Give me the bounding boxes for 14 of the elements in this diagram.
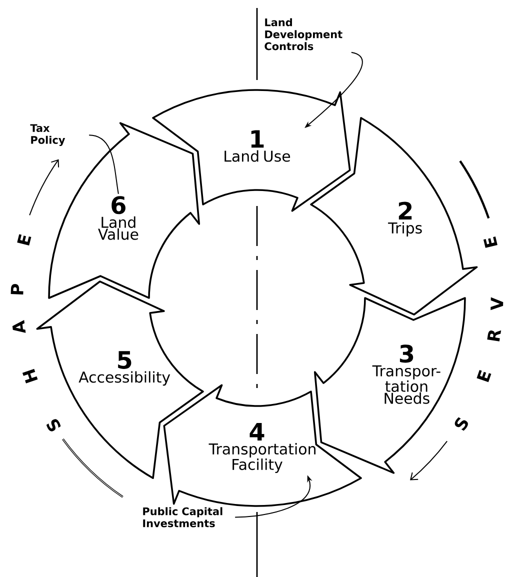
note-text: Land Development Controls	[264, 18, 342, 50]
arc-letter: H	[22, 368, 38, 384]
arrow-segment: 1 Land Use	[152, 89, 351, 212]
leader-line	[88, 134, 119, 194]
arc-letter: S	[454, 417, 468, 431]
note-text: Tax Policy	[30, 124, 66, 146]
arc-letter: S	[46, 419, 61, 432]
arc-letter: A	[12, 320, 26, 333]
note-text: Public Capital Investments	[143, 507, 222, 528]
arc-letter: R	[487, 330, 502, 342]
arrow-segment: 2 Trips	[310, 116, 478, 316]
arc-letter: E	[17, 234, 32, 246]
arc-letter: V	[490, 297, 504, 310]
arc-letter: P	[10, 284, 24, 294]
